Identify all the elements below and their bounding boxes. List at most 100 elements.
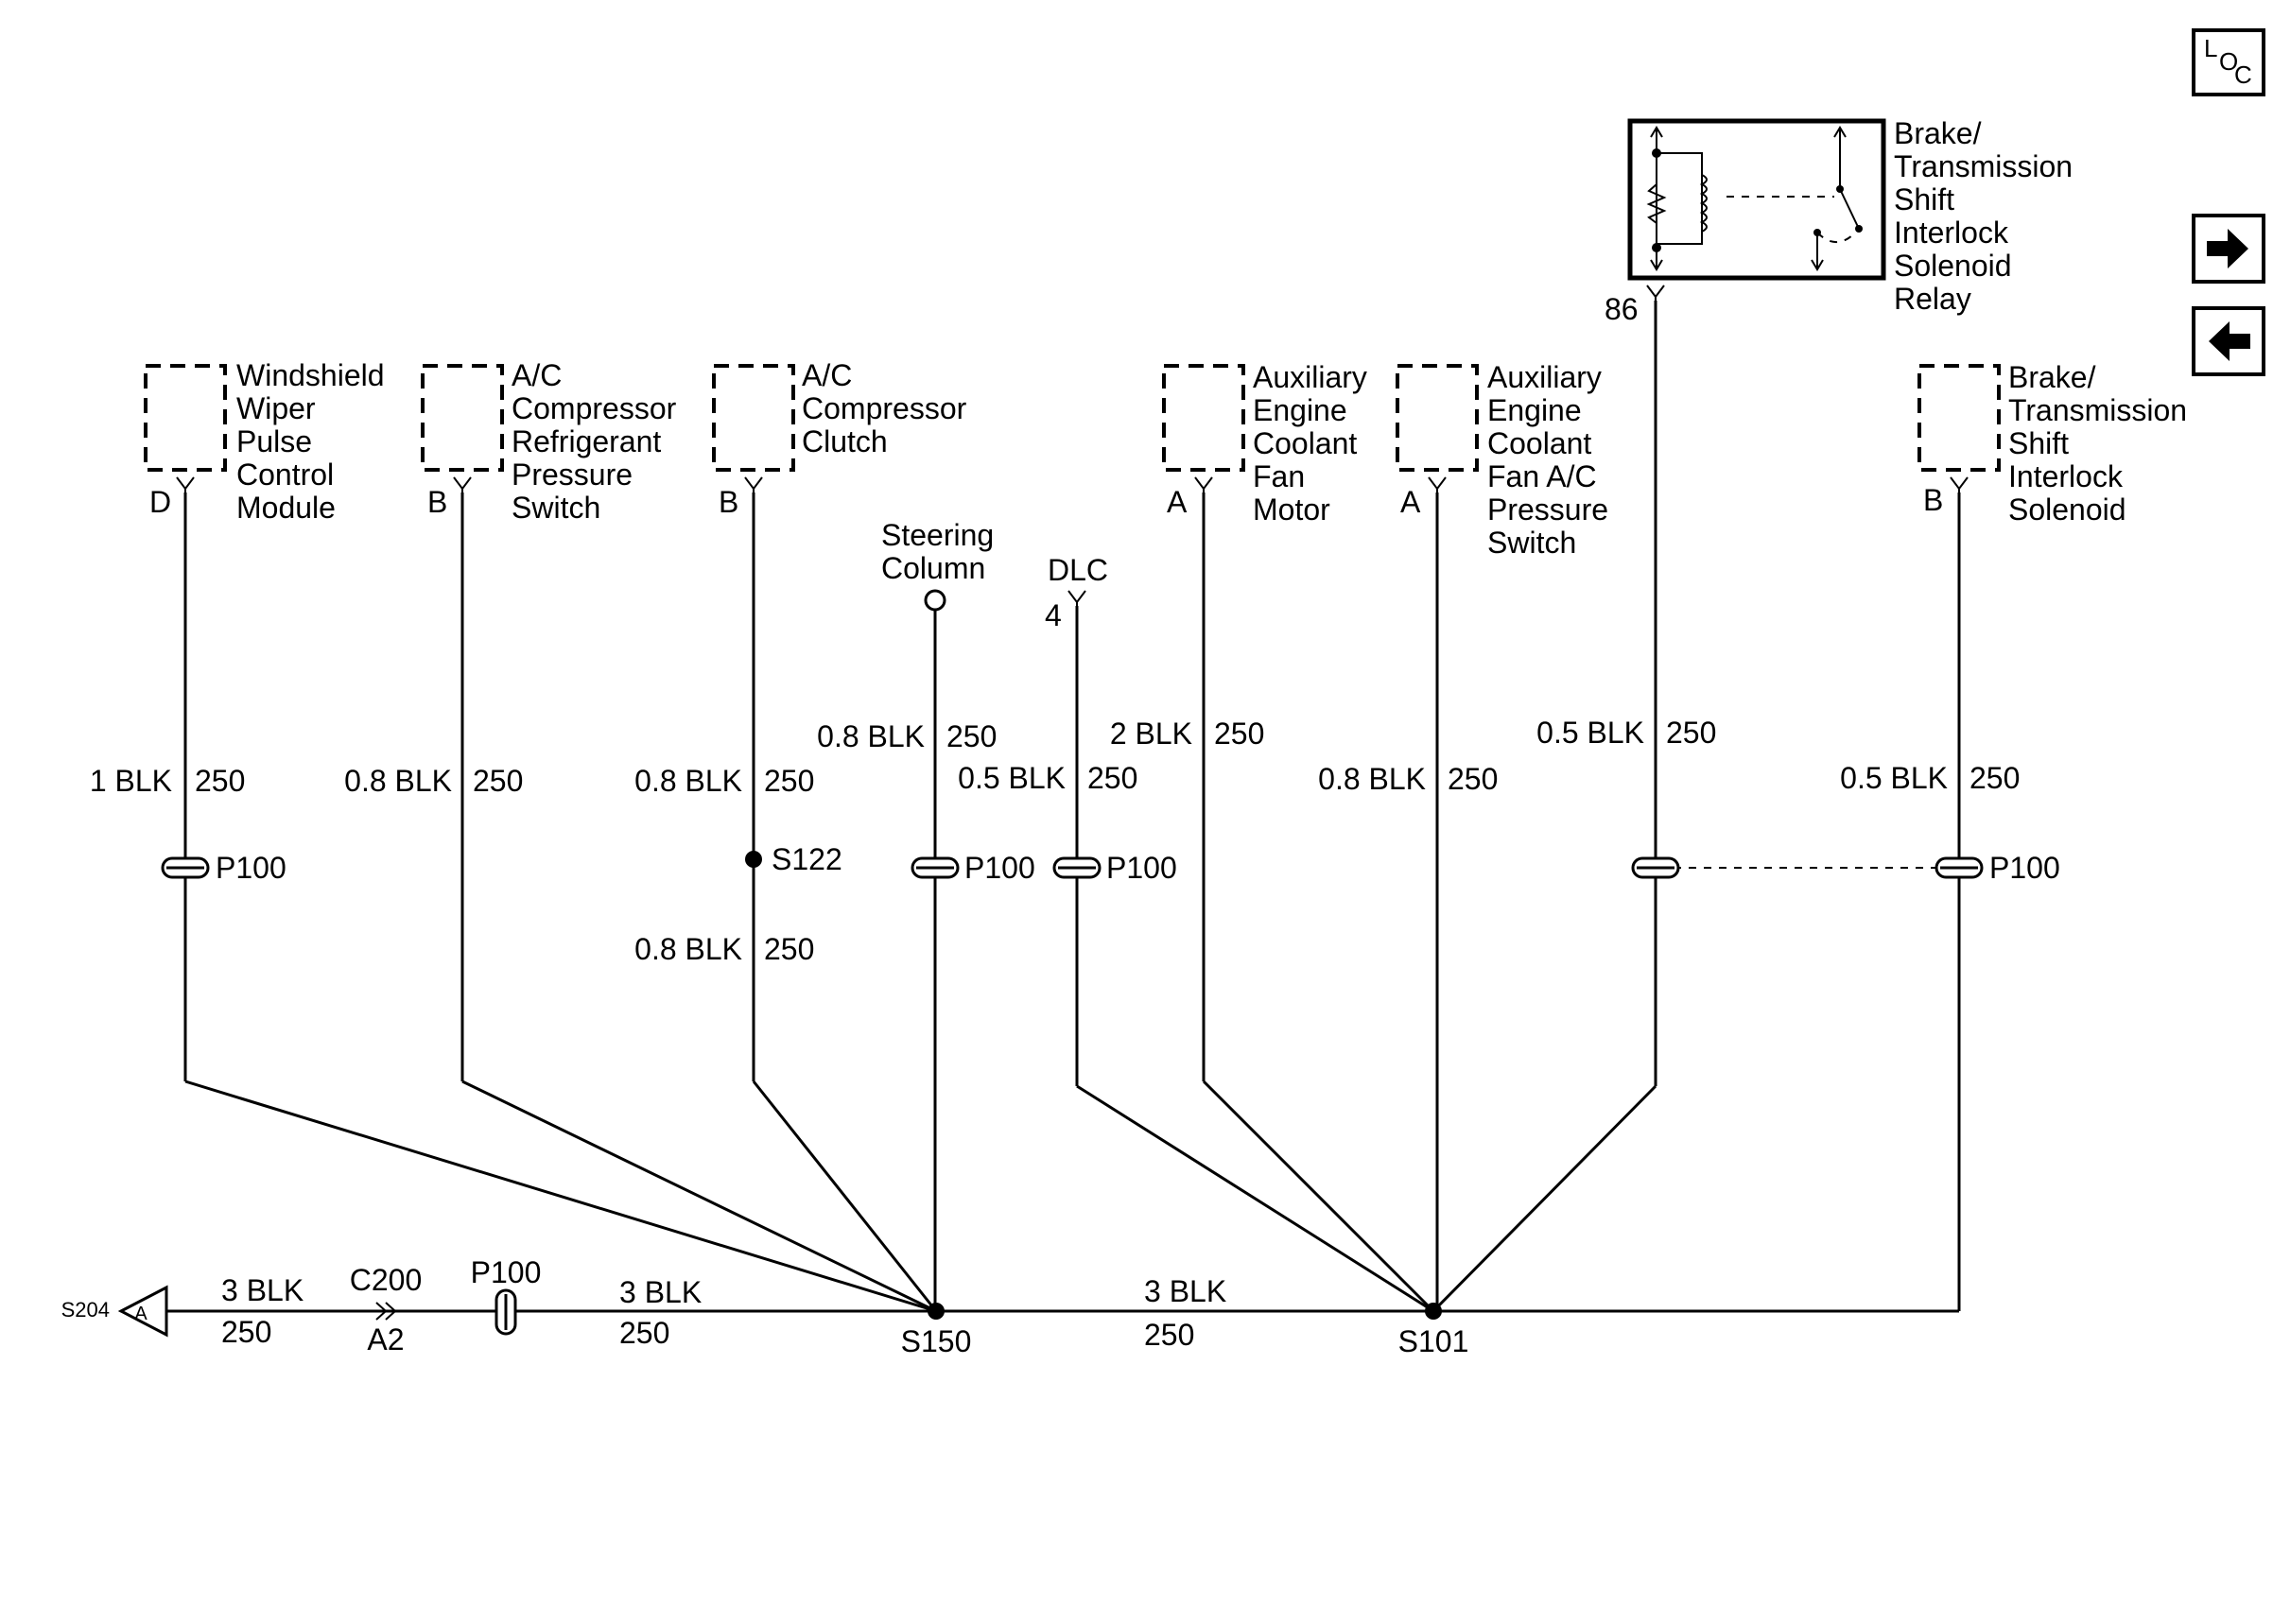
circuit-number-label: 250 (473, 764, 523, 798)
fan-motor-label: Auxiliary Engine Coolant Fan Motor (1253, 360, 1367, 527)
svg-text:Auxiliary: Auxiliary (1487, 360, 1602, 394)
circuit-number-label: 250 (195, 764, 245, 798)
next-page-button[interactable] (2192, 214, 2265, 284)
fan-switch-pin-label: A (1400, 485, 1421, 519)
wiper-pin-label: D (149, 485, 171, 519)
circuit-number-label: 250 (764, 764, 814, 798)
ac-pressure-switch-box[interactable] (421, 364, 504, 472)
wiper-module-box[interactable] (144, 364, 227, 472)
wires (166, 301, 1961, 1313)
wire-color-label: 3 BLK (1144, 1274, 1226, 1308)
s122-label: S122 (772, 842, 842, 876)
fan-motor-box[interactable] (1162, 364, 1245, 472)
p100-label: P100 (1106, 851, 1177, 885)
svg-text:Compressor: Compressor (512, 391, 677, 425)
dlc-pin-label: 4 (1045, 598, 1062, 632)
s204-connector-letter: A (134, 1304, 147, 1324)
interlock-relay[interactable] (1627, 118, 1886, 281)
svg-text:Coolant: Coolant (1253, 426, 1357, 460)
circuit-number-label: 250 (221, 1315, 271, 1349)
circuit-number-label: 250 (1087, 761, 1137, 795)
wire-labels: 1 BLK 250 0.8 BLK 250 0.8 BLK 250 0.8 BL… (90, 716, 2021, 1352)
relay-label: Brake/ Transmission Shift Interlock Sole… (1894, 116, 2073, 316)
svg-text:Fan A/C: Fan A/C (1487, 459, 1597, 493)
s150-label: S150 (901, 1324, 972, 1358)
svg-text:A/C: A/C (802, 358, 852, 392)
s204-label: S204 (61, 1298, 110, 1322)
dlc-label: DLC (1048, 553, 1108, 587)
ac-clutch-pin-terminal (744, 476, 763, 492)
circuit-number-label: 250 (946, 719, 997, 753)
solenoid-box[interactable] (1917, 364, 2001, 472)
wire-color-label: 0.5 BLK (958, 761, 1066, 795)
svg-text:Switch: Switch (512, 491, 600, 525)
fan-switch-box[interactable] (1396, 364, 1479, 472)
wire-color-label: 3 BLK (221, 1273, 304, 1307)
svg-text:Pressure: Pressure (1487, 492, 1608, 527)
svg-text:Transmission: Transmission (2008, 393, 2187, 427)
svg-text:Windshield: Windshield (236, 358, 385, 392)
s122-splice[interactable] (745, 851, 762, 868)
wire-color-label: 1 BLK (90, 764, 172, 798)
s150-splice[interactable] (928, 1303, 945, 1320)
loc-c-text: C (2234, 60, 2252, 89)
svg-text:Coolant: Coolant (1487, 426, 1591, 460)
p100-grommet-bus[interactable] (495, 1288, 517, 1336)
svg-text:Relay: Relay (1894, 282, 1971, 316)
right-arrow-icon (2207, 229, 2248, 268)
p100-grommet[interactable] (161, 856, 210, 879)
wire-color-label: 0.8 BLK (634, 764, 742, 798)
svg-text:A/C: A/C (512, 358, 562, 392)
fan-motor-pin-label: A (1167, 485, 1188, 519)
svg-text:Wiper: Wiper (236, 391, 316, 425)
svg-text:Engine: Engine (1487, 393, 1582, 427)
relay-pin-terminal (1646, 285, 1665, 301)
p100-grommet[interactable] (1935, 856, 1984, 879)
s101-splice[interactable] (1425, 1303, 1442, 1320)
ac-pressure-pin-terminal (453, 476, 472, 492)
ac-clutch-box[interactable] (712, 364, 795, 472)
circuit-number-label: 250 (1666, 716, 1716, 750)
svg-text:Control: Control (236, 458, 334, 492)
p100-label: P100 (471, 1255, 542, 1289)
p100-label: P100 (216, 851, 286, 885)
svg-text:Fan: Fan (1253, 459, 1305, 493)
fan-motor-pin-terminal (1194, 476, 1213, 492)
wire-color-label: 0.8 BLK (344, 764, 452, 798)
svg-text:Switch: Switch (1487, 526, 1576, 560)
svg-text:Module: Module (236, 491, 336, 525)
loc-button[interactable]: L O C (2192, 28, 2265, 96)
svg-text:Brake/: Brake/ (1894, 116, 1982, 150)
wire-color-label: 3 BLK (619, 1275, 702, 1309)
p100-grommet[interactable] (1631, 856, 1680, 879)
svg-text:Engine: Engine (1253, 393, 1347, 427)
circuit-number-label: 250 (619, 1316, 669, 1350)
ac-pressure-pin-label: B (427, 485, 447, 519)
prev-page-button[interactable] (2192, 306, 2265, 376)
s204-reference-arrow[interactable] (117, 1285, 168, 1338)
p100-label: P100 (1989, 851, 2060, 885)
wire-color-label: 0.5 BLK (1536, 716, 1644, 750)
p100-grommet[interactable] (1052, 856, 1102, 879)
svg-text:Motor: Motor (1253, 492, 1330, 527)
solenoid-label: Brake/ Transmission Shift Interlock Sole… (2008, 360, 2187, 527)
svg-text:Solenoid: Solenoid (1894, 249, 2012, 283)
dlc-pin-terminal (1067, 590, 1086, 606)
fan-switch-pin-terminal (1428, 476, 1447, 492)
fan-switch-label: Auxiliary Engine Coolant Fan A/C Pressur… (1487, 360, 1608, 560)
svg-text:Column: Column (881, 551, 985, 585)
ac-clutch-label: A/C Compressor Clutch (802, 358, 967, 458)
steering-column-label: Steering Column (881, 518, 994, 585)
circuit-number-label: 250 (1214, 717, 1264, 751)
loc-l-text: L (2204, 34, 2217, 62)
svg-text:Transmission: Transmission (1894, 149, 2073, 183)
p100-grommet[interactable] (911, 856, 960, 879)
wire-color-label: 2 BLK (1110, 717, 1192, 751)
circuit-number-label: 250 (764, 932, 814, 966)
svg-text:Shift: Shift (2008, 426, 2069, 460)
c200-inline-connector[interactable] (375, 1302, 397, 1321)
wiper-pin-terminal (176, 476, 195, 492)
svg-text:Solenoid: Solenoid (2008, 492, 2126, 527)
svg-text:Pressure: Pressure (512, 458, 633, 492)
